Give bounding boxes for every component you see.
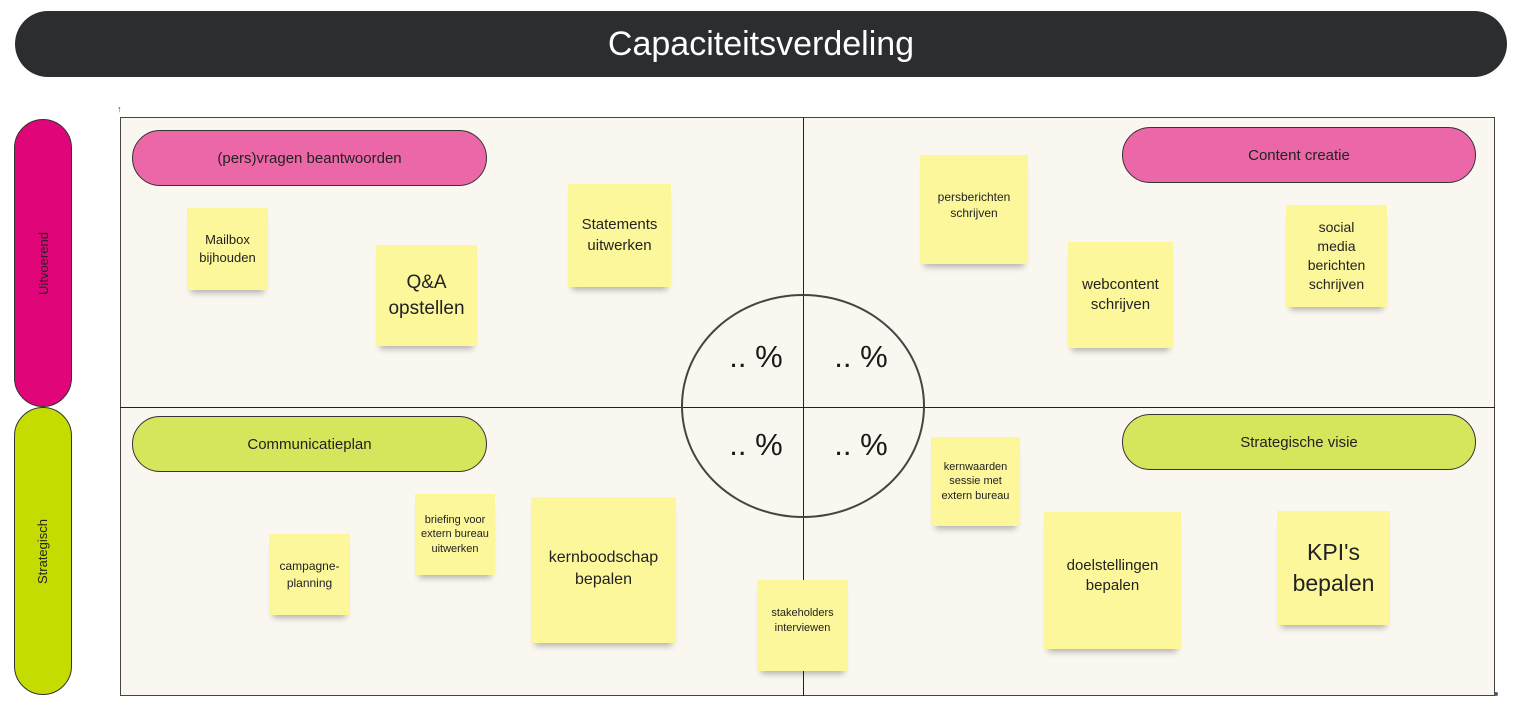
axis-arrow-icon: ↑ bbox=[117, 104, 122, 114]
page-title: Capaciteitsverdeling bbox=[15, 11, 1507, 77]
sticky-note-briefing[interactable]: briefing voor extern bureau uitwerken bbox=[415, 494, 495, 575]
sticky-note-kpi[interactable]: KPI's bepalen bbox=[1277, 511, 1390, 625]
sticky-note-webcontent[interactable]: webcontent schrijven bbox=[1068, 242, 1173, 348]
side-label-strategisch: Strategisch bbox=[14, 407, 72, 695]
percentage-bottom-right[interactable]: .. % bbox=[834, 427, 888, 462]
axis-end-dot bbox=[1494, 692, 1498, 696]
category-pill-communicatieplan[interactable]: Communicatieplan bbox=[132, 416, 487, 472]
category-pill-content-creatie[interactable]: Content creatie bbox=[1122, 127, 1476, 183]
sticky-note-social-media[interactable]: social media berichten schrijven bbox=[1286, 205, 1387, 307]
side-label-uitvoerend: Uitvoerend bbox=[14, 119, 72, 407]
sticky-note-statements[interactable]: Statements uitwerken bbox=[568, 184, 671, 287]
sticky-note-persberichten[interactable]: persberichten schrijven bbox=[920, 155, 1028, 264]
percentage-circle bbox=[681, 294, 925, 518]
sticky-note-qa[interactable]: Q&A opstellen bbox=[376, 245, 477, 346]
percentage-top-left[interactable]: .. % bbox=[729, 339, 783, 374]
side-label-uitvoerend-text: Uitvoerend bbox=[35, 231, 51, 295]
sticky-note-kernboodschap[interactable]: kernboodschap bepalen bbox=[531, 497, 676, 643]
sticky-note-mailbox[interactable]: Mailbox bijhouden bbox=[187, 208, 268, 290]
percentage-top-right[interactable]: .. % bbox=[834, 339, 888, 374]
sticky-note-stakeholders[interactable]: stakeholders interviewen bbox=[757, 580, 848, 671]
sticky-note-kernwaarden[interactable]: kernwaarden sessie met extern bureau bbox=[931, 437, 1020, 526]
category-pill-strategische-visie[interactable]: Strategische visie bbox=[1122, 414, 1476, 470]
sticky-note-doelstellingen[interactable]: doelstellingen bepalen bbox=[1044, 512, 1181, 649]
percentage-bottom-left[interactable]: .. % bbox=[729, 427, 783, 462]
side-label-strategisch-text: Strategisch bbox=[35, 518, 51, 584]
category-pill-persvragen[interactable]: (pers)vragen beantwoorden bbox=[132, 130, 487, 186]
sticky-note-campagne[interactable]: campagne-planning bbox=[269, 534, 350, 615]
